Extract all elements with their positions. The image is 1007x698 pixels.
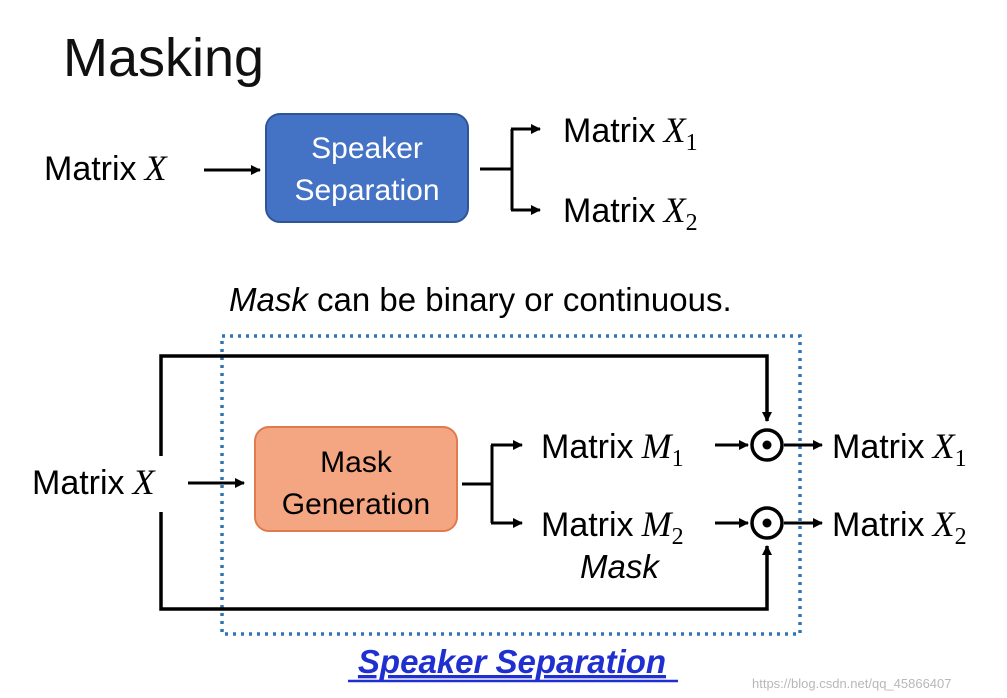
mask-generation-line1: Mask [320, 446, 393, 479]
mask-caption: Mask can be binary or continuous. [229, 281, 732, 318]
watermark: https://blog.csdn.net/qq_45866407 [752, 676, 952, 691]
elementwise-product-icon [750, 428, 784, 462]
top-split-connector [480, 129, 514, 210]
speaker-separation-line2: Separation [294, 174, 439, 207]
speaker-separation-box [265, 113, 469, 223]
elementwise-product-icon [750, 506, 784, 540]
speaker-separation-dotted-region [220, 334, 802, 636]
speaker-separation-line1: Speaker [311, 132, 423, 165]
mask-generation-line2: Generation [282, 488, 430, 521]
bypass-bottom-arrow [159, 512, 772, 611]
bottom-split-connector [462, 445, 494, 523]
page-title: Masking [63, 28, 264, 88]
bypass-top-arrow [159, 354, 772, 456]
mask-generation-box [254, 426, 458, 532]
mask-label: Mask [580, 548, 660, 585]
speaker-separation-link[interactable]: Speaker Separation [358, 643, 666, 680]
